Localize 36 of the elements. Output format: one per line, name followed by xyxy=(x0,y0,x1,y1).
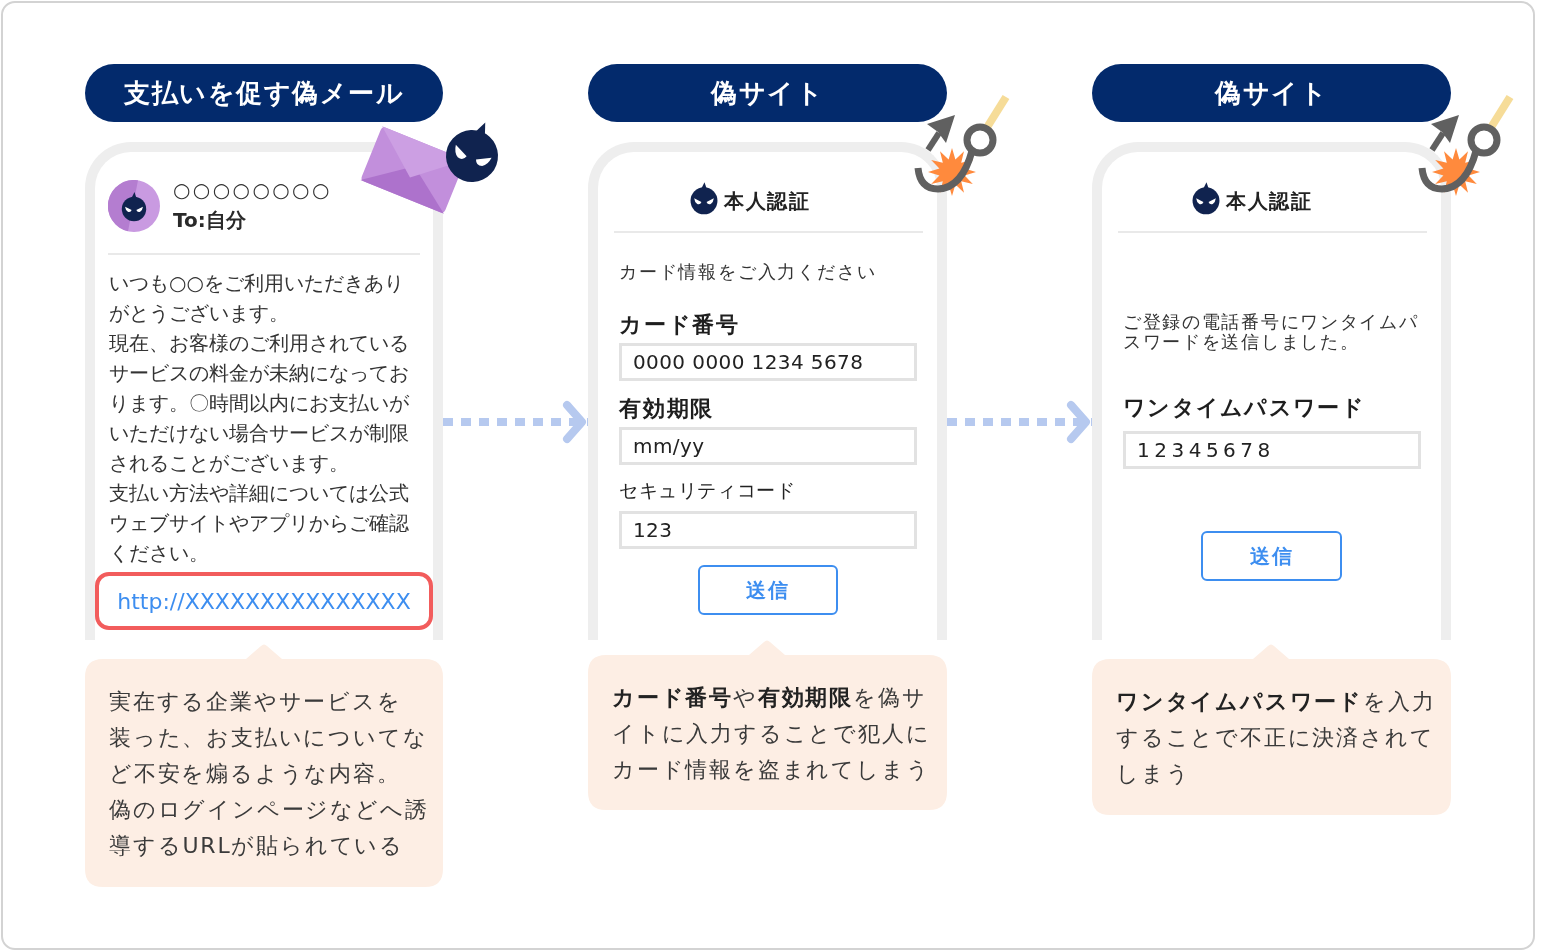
submit-button: 送信 xyxy=(1201,531,1342,581)
heading-banner: 偽サイト xyxy=(1092,64,1451,122)
page-heading: 本人認証 xyxy=(1226,188,1313,215)
callout-text: 偽のログインページなどへ誘導するURLが貼られている xyxy=(109,796,430,860)
arrow xyxy=(947,401,1092,443)
callout-bubble xyxy=(1092,643,1451,815)
link-text: http://XXXXXXXXXXXXXXX xyxy=(117,588,411,614)
callout-text: ワンタイムパスワードを入力することで不正に決済されてしまう xyxy=(1116,688,1437,788)
input-field: mm/yy xyxy=(619,427,917,465)
callout-bubble xyxy=(588,639,947,810)
arrow xyxy=(443,401,588,443)
input-field: 12345678 xyxy=(1123,431,1421,469)
phone-screen xyxy=(85,142,443,640)
sender-name: ○○○○○○○○ xyxy=(173,178,332,202)
recipient-text: To:自分 xyxy=(173,208,246,232)
submit-button: 送信 xyxy=(698,565,838,615)
callout-text: 実在する企業やサービスを装った、お支払いについてなど不安を煽るような内容。 xyxy=(109,688,429,788)
phone-screen xyxy=(1092,142,1451,640)
field-label: セキュリティコード xyxy=(619,478,796,503)
message-text: 現在、お客様のご利用されているサービスの料金が未納になっております。〇時間以内にお支払いがいただけない場合サービスが制限されることがございます。 xyxy=(109,330,410,477)
field-label: ワンタイムパスワード xyxy=(1123,394,1365,422)
phone-screen xyxy=(588,142,947,640)
field-label: 有効期限 xyxy=(619,395,715,423)
instruction-text: カード情報をご入力ください xyxy=(619,260,877,284)
page-heading: 本人認証 xyxy=(724,188,811,215)
field-label: カード番号 xyxy=(619,311,740,339)
heading-banner: 支払いを促す偽メール xyxy=(85,64,443,122)
input-field: 0000 0000 1234 5678 xyxy=(619,343,917,381)
callout-bubble xyxy=(85,643,443,887)
input-field: 123 xyxy=(619,511,917,549)
notice-text: ご登録の電話番号にワンタイムパスワードを送信しました。 xyxy=(1123,312,1420,352)
heading-banner: 偽サイト xyxy=(588,64,947,122)
message-text: 支払い方法や詳細については公式ウェブサイトやアプリからご確認ください。 xyxy=(109,480,410,567)
highlight-frame xyxy=(95,572,433,630)
callout-text: カード番号や有効期限を偽サイトに入力することで犯人にカード情報を盗まれてしまう xyxy=(612,684,932,784)
message-text: いつも○○をご利用いただきありがとうございます。 xyxy=(109,270,405,327)
